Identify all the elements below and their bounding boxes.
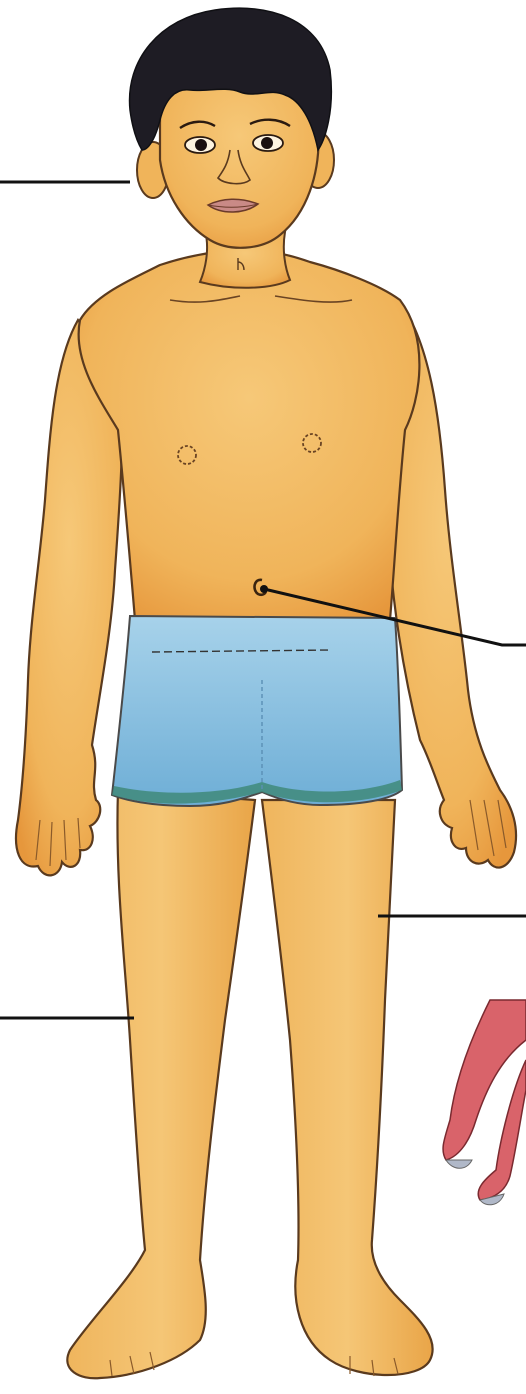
specimen-illustration [443, 1000, 526, 1205]
head [130, 8, 334, 270]
shorts [112, 616, 402, 806]
torso [79, 250, 420, 620]
legs [67, 790, 432, 1378]
